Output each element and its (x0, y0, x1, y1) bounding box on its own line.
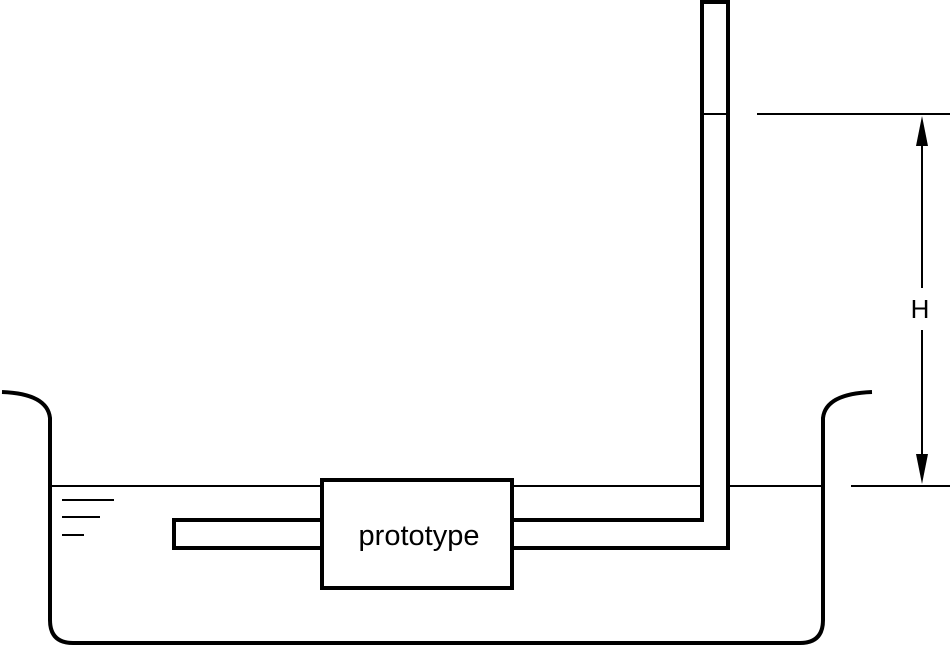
height-label: H (911, 294, 930, 324)
tank-outline (1, 390, 873, 645)
prototype-label: prototype (359, 520, 480, 552)
water-level-symbol (62, 499, 114, 536)
height-dimension-arrow (916, 116, 928, 484)
left-pipe (172, 518, 324, 550)
prototype-box (320, 478, 514, 590)
manometer-tube (512, 0, 730, 550)
